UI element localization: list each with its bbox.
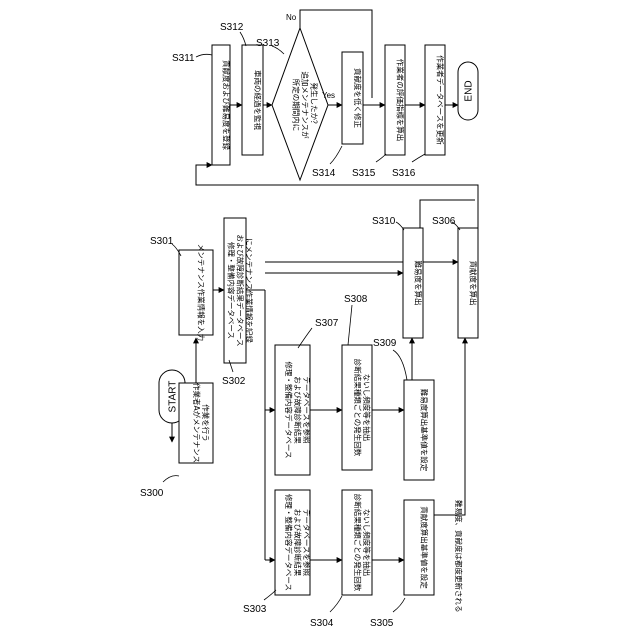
arrow-s305-s306 <box>434 338 465 515</box>
decision-no-label: No <box>286 13 297 22</box>
step-text-line: および故障診断結果 <box>293 509 303 577</box>
step-text-line: ないし頻度等を抽出 <box>362 374 372 442</box>
step-text-line: データベースを参照 <box>302 509 312 577</box>
label-s316: S316 <box>392 168 416 179</box>
step-text-line: 診断結果種類ごとの発生回数 <box>353 494 363 592</box>
step-text-line: にメンテナンス作業情報を記録 <box>245 238 255 343</box>
step-s316: 作業者データベースを更新 <box>425 45 446 155</box>
label-s301: S301 <box>150 236 174 247</box>
step-text-line: 車両の経過を監視 <box>253 70 263 130</box>
update-note: 難易度、貢献度は都度更新される <box>454 500 464 613</box>
step-text-line: および故障診断結果 <box>293 376 303 444</box>
label-s315: S315 <box>352 168 376 179</box>
step-s306: 貢献度を算出 <box>458 228 479 338</box>
step-text-line: メンテナンス作業情報を入力 <box>197 244 207 341</box>
step-s311: 貢献度および難易度を登録 <box>212 45 232 165</box>
step-s305: 貢献度算出基準値を設定 <box>404 500 434 595</box>
start-label: START <box>168 381 179 413</box>
decision-yes-label: Yes <box>322 91 335 100</box>
step-text-line: 難易度算出基準値を設定 <box>420 389 430 472</box>
label-s308: S308 <box>344 294 368 305</box>
step-s302: 修理・整備内容データベースおよび故障診断結果データベースにメンテナンス作業情報を… <box>224 218 255 363</box>
step-text-line: 修理・整備内容データベース <box>284 494 294 591</box>
step-text-line: 貢献度算出基準値を設定 <box>420 506 430 589</box>
step-s315: 作業者の評価指標を算出 <box>385 45 406 155</box>
label-s313: S313 <box>256 38 280 49</box>
step-text-line: 作業を行う <box>201 404 211 442</box>
label-s311: S311 <box>172 53 195 64</box>
step-s300: 作業者Aがメンテナンス作業を行う <box>179 383 213 463</box>
step-s303: 修理・整備内容データベースおよび故障診断結果データベースを参照 <box>275 490 312 595</box>
step-text-line: 貢献度を算出 <box>469 261 479 306</box>
label-s306: S306 <box>432 216 456 227</box>
step-text-line: 発生したか？ <box>310 83 320 128</box>
step-text-line: 修理・整備内容データベース <box>284 361 294 458</box>
step-text-line: および故障診断結果データベース <box>236 234 246 346</box>
step-text-line: 作業者の評価指標を算出 <box>396 59 406 142</box>
note-text: 難易度、貢献度は都度更新される <box>454 500 464 613</box>
step-s309: 難易度算出基準値を設定 <box>404 380 434 480</box>
label-s312: S312 <box>220 22 244 33</box>
step-s307: 修理・整備内容データベースおよび故障診断結果データベースを参照 <box>275 345 312 475</box>
step-s310: 難易度を算出 <box>403 228 424 338</box>
step-text-line: 貢献度を低く修正 <box>353 68 363 128</box>
label-s305: S305 <box>370 618 394 629</box>
label-s302: S302 <box>222 376 246 387</box>
end-terminal: END <box>458 62 478 120</box>
step-text-line: 修理・整備内容データベース <box>227 242 237 339</box>
step-text-line: 作業者Aがメンテナンス <box>192 383 202 463</box>
step-s304: 診断結果種類ごとの発生回数ないし頻度等を抽出 <box>342 490 372 595</box>
end-label: END <box>464 80 475 101</box>
step-text-line: 難易度を算出 <box>414 261 424 306</box>
step-text-line: 診断結果種類ごとの発生回数 <box>353 359 363 457</box>
label-s314: S314 <box>312 168 336 179</box>
step-s308: 診断結果種類ごとの発生回数ないし頻度等を抽出 <box>342 345 372 470</box>
step-s314: 貢献度を低く修正 <box>342 52 363 144</box>
decision-s313: 所定の期間内に追加メンテナンスが発生したか？ Yes No <box>272 13 335 180</box>
label-s309: S309 <box>373 338 397 349</box>
label-s304: S304 <box>310 618 334 629</box>
label-s310: S310 <box>372 216 396 227</box>
step-text-line: 所定の期間内に <box>292 79 302 132</box>
step-s301: メンテナンス作業情報を入力 <box>179 244 213 341</box>
step-s312: 車両の経過を監視 <box>242 45 263 155</box>
label-s307: S307 <box>315 318 339 329</box>
step-text-line: 貢献度および難易度を登録 <box>222 60 232 150</box>
label-s300: S300 <box>140 488 164 499</box>
step-text-line: データベースを参照 <box>302 376 312 444</box>
step-text-line: ないし頻度等を抽出 <box>362 509 372 577</box>
step-text-line: 追加メンテナンスが <box>301 71 311 139</box>
label-s303: S303 <box>243 604 267 615</box>
step-text-line: 作業者データベースを更新 <box>436 55 446 145</box>
